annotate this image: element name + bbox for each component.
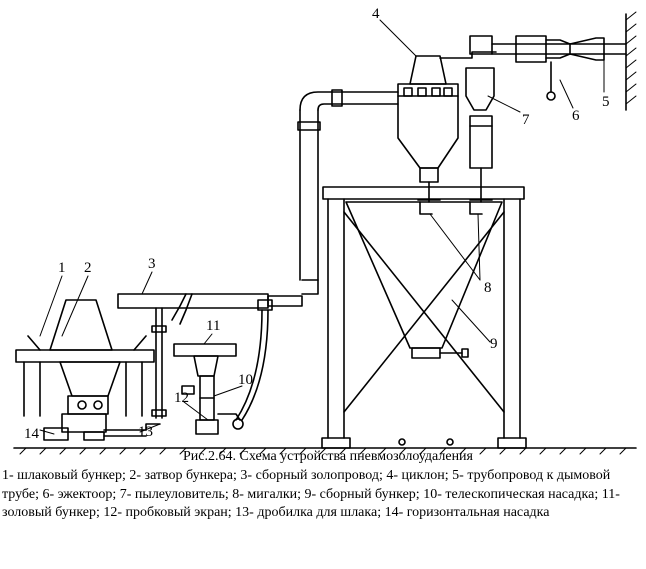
callout-labels: 1 2 3 4 5 6 7 8 9 10 11 12 13 14 — [24, 6, 610, 442]
pneumatic-ash-removal-diagram: 1 2 3 4 5 6 7 8 9 10 11 12 13 14 — [13, 6, 637, 455]
figure-caption: Рис.2.64. Схема устройства пневмозолоуда… — [2, 448, 642, 523]
callout-11: 11 — [206, 318, 220, 334]
callout-9: 9 — [490, 336, 498, 352]
callout-1: 1 — [58, 260, 66, 276]
callout-4: 4 — [372, 6, 380, 22]
callout-2: 2 — [84, 260, 92, 276]
callout-3: 3 — [148, 256, 156, 272]
wall — [625, 11, 637, 111]
ash-bunker — [171, 293, 273, 435]
callout-12: 12 — [174, 390, 189, 406]
callout-5: 5 — [602, 94, 610, 110]
slag-crusher — [43, 307, 167, 441]
callout-6: 6 — [572, 108, 580, 124]
figure-title: Рис.2.64. Схема устройства пневмозолоуда… — [183, 449, 473, 464]
cyclone — [397, 55, 459, 203]
figure-legend: 1- шлаковый бункер; 2- затвор бункера; 3… — [2, 467, 620, 521]
callout-13: 13 — [138, 424, 153, 440]
callout-8: 8 — [484, 280, 492, 296]
pipeline-to-chimney — [439, 35, 627, 101]
callout-7: 7 — [522, 112, 530, 128]
collecting-ash-pipe — [117, 89, 399, 309]
callout-10: 10 — [238, 372, 253, 388]
slag-bunker — [15, 299, 155, 417]
leader-lines — [39, 19, 605, 435]
dust-collector — [465, 67, 495, 203]
callout-14: 14 — [24, 426, 40, 442]
collecting-bunker — [321, 186, 527, 449]
flap-valves — [419, 201, 483, 215]
